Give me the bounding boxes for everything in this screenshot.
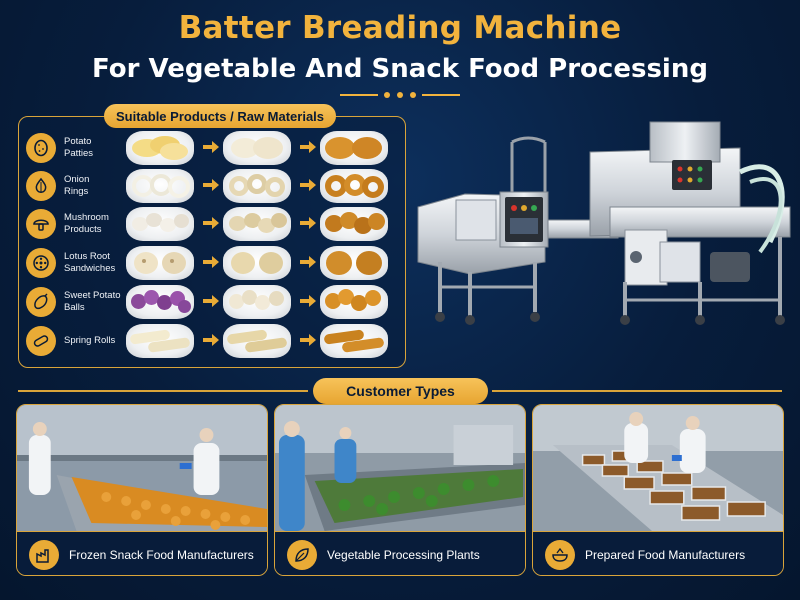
breaded-sweet-potato-plate	[320, 285, 388, 319]
product-row-sweet-potato: Sweet Potato Balls	[26, 284, 396, 320]
breaded-spring-roll-plate	[320, 324, 388, 358]
product-label: Sweet Potato Balls	[64, 290, 121, 313]
breaded-lotus-plate	[320, 246, 388, 280]
raw-sweet-potato-plate	[126, 285, 194, 319]
product-row-mushroom: Mushroom Products	[26, 206, 396, 242]
section-divider-left	[18, 390, 308, 392]
factory-icon	[29, 540, 59, 570]
raw-lotus-plate	[126, 246, 194, 280]
product-row-spring-rolls: Spring Rolls	[26, 323, 396, 359]
sweet-potato-icon	[26, 287, 56, 317]
potato-icon	[26, 133, 56, 163]
leaf-icon	[287, 540, 317, 570]
products-heading: Suitable Products / Raw Materials	[104, 104, 336, 128]
breaded-mushroom-plate	[320, 207, 388, 241]
card-footer: Vegetable Processing Plants	[275, 531, 525, 575]
battered-onion-plate	[223, 169, 291, 203]
card-footer: Frozen Snack Food Manufacturers	[17, 531, 267, 575]
title-divider	[340, 92, 460, 98]
product-label: Mushroom Products	[64, 212, 109, 235]
frozen-snack-factory-photo	[17, 405, 267, 531]
customer-label: Vegetable Processing Plants	[327, 548, 480, 562]
product-row-onion-rings: Onion Rings	[26, 168, 396, 204]
battered-potato-plate	[223, 131, 291, 165]
vegetable-plant-photo	[275, 405, 525, 531]
mushroom-icon	[26, 209, 56, 239]
breaded-onion-plate	[320, 169, 388, 203]
customer-types-heading: Customer Types	[313, 378, 488, 404]
customer-card-prepared-food: Prepared Food Manufacturers	[532, 404, 784, 576]
food-bowl-icon	[545, 540, 575, 570]
product-label: Potato Patties	[64, 136, 94, 159]
product-label: Lotus Root Sandwiches	[64, 251, 116, 274]
battered-sweet-potato-plate	[223, 285, 291, 319]
battered-spring-roll-plate	[223, 324, 291, 358]
lotus-root-icon	[26, 248, 56, 278]
page-subtitle: For Vegetable And Snack Food Processing	[92, 54, 708, 84]
raw-potato-plate	[126, 131, 194, 165]
customer-card-vegetable: Vegetable Processing Plants	[274, 404, 526, 576]
card-footer: Prepared Food Manufacturers	[533, 531, 783, 575]
customer-label: Frozen Snack Food Manufacturers	[69, 548, 254, 562]
battered-lotus-plate	[223, 246, 291, 280]
breaded-potato-plate	[320, 131, 388, 165]
product-label: Onion Rings	[64, 174, 90, 197]
raw-onion-plate	[126, 169, 194, 203]
spring-roll-icon	[26, 326, 56, 356]
battered-mushroom-plate	[223, 207, 291, 241]
batter-breading-machine-image	[417, 121, 791, 325]
page-title: Batter Breading Machine	[178, 10, 622, 46]
section-divider-right	[492, 390, 782, 392]
product-label: Spring Rolls	[64, 335, 116, 346]
onion-icon	[26, 171, 56, 201]
raw-spring-roll-plate	[126, 324, 194, 358]
product-row-potato-patties: Potato Patties	[26, 130, 396, 166]
customer-label: Prepared Food Manufacturers	[585, 548, 746, 562]
customer-card-frozen-snack: Frozen Snack Food Manufacturers	[16, 404, 268, 576]
product-row-lotus-root: Lotus Root Sandwiches	[26, 245, 396, 281]
raw-mushroom-plate	[126, 207, 194, 241]
prepared-food-plant-photo	[533, 405, 783, 531]
